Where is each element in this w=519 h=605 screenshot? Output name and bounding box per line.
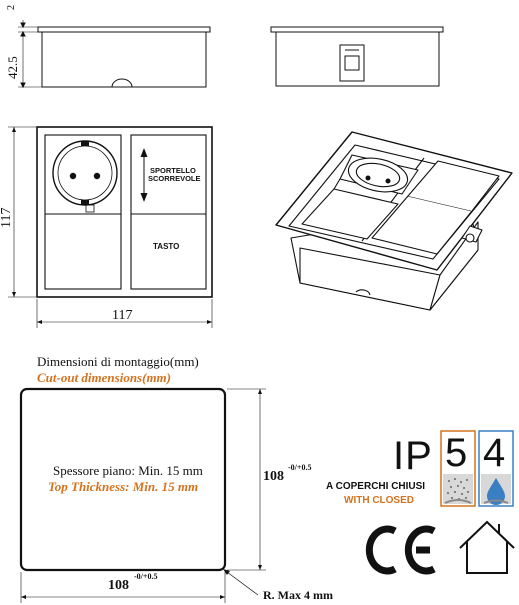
top-plan-view — [8, 126, 213, 328]
ip-caption-en: WITH CLOSED — [344, 495, 414, 506]
cutout-width-value: 108 — [108, 578, 129, 593]
ip-prefix: IP — [393, 434, 433, 478]
thickness-en: Top Thickness: Min. 15 mm — [48, 479, 199, 494]
label-key: TASTO — [153, 242, 180, 251]
cutout-height-tolerance: -0/+0.5 — [288, 463, 312, 472]
dim-plate-height: 117 — [0, 207, 14, 228]
ip54-badge — [440, 430, 514, 507]
ip-caption-it: A COPERCHI CHIUSI — [326, 481, 426, 492]
dim-plate-width: 117 — [112, 308, 133, 323]
ce-mark-icon — [365, 525, 436, 575]
water-drop-icon — [487, 478, 505, 505]
label-sliding-cover-2: SCORREVOLE — [148, 174, 201, 183]
cutout-drawing — [19, 387, 266, 603]
radius-note: R. Max 4 mm — [263, 588, 333, 602]
side-elevation — [270, 26, 444, 87]
ip-digit-2: 4 — [483, 431, 506, 475]
indoor-house-icon — [459, 520, 515, 574]
mounting-title-en: Cut-out dimensions(mm) — [37, 370, 171, 385]
dim-top-thickness: 2 — [6, 5, 17, 10]
mounting-title-it: Dimensioni di montaggio(mm) — [37, 354, 199, 369]
thickness-it: Spessore piano: Min. 15 mm — [53, 463, 203, 478]
dim-height-side: 42.5 — [5, 56, 20, 79]
ip-digit-1: 5 — [445, 431, 468, 475]
label-sliding-cover-1: SPORTELLO — [150, 166, 196, 175]
front-elevation — [18, 20, 211, 89]
cutout-outline — [19, 387, 227, 572]
cutout-height-value: 108 — [263, 469, 284, 484]
cutout-width-tolerance: -0/+0.5 — [134, 572, 158, 581]
isometric-view — [275, 131, 513, 311]
